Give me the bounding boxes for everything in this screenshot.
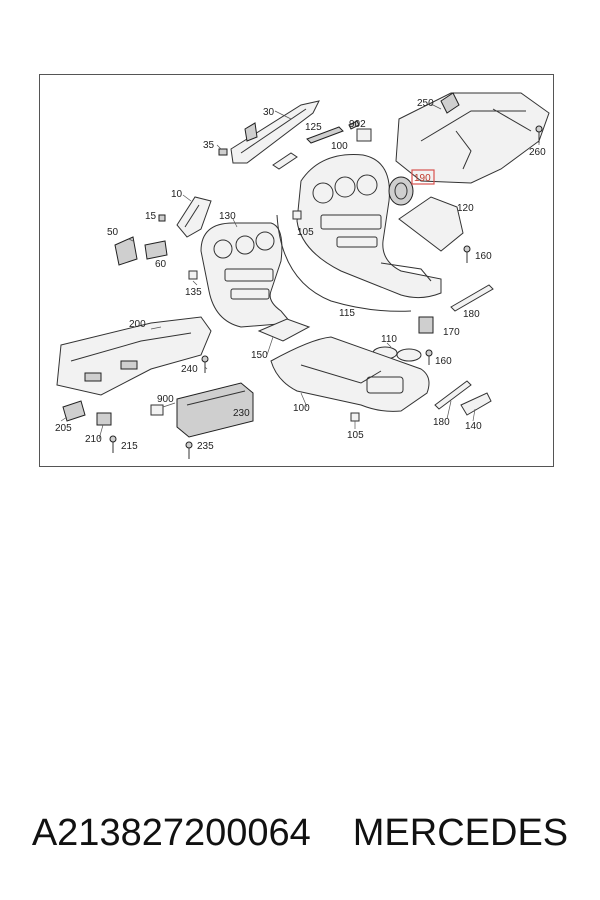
callout-240: 240: [181, 364, 198, 375]
part-140-trim-lower: [460, 392, 492, 416]
callout-160-lower: 160: [435, 356, 452, 367]
callout-105-upper: 105: [297, 227, 314, 238]
part-105-clip-lower: [350, 412, 360, 422]
callout-130: 130: [219, 211, 236, 222]
part-100-lower-console: [270, 336, 430, 412]
callout-100-lower: 100: [293, 403, 310, 414]
callout-200: 200: [129, 319, 146, 330]
callout-900: 900: [157, 394, 174, 405]
callout-140: 140: [465, 421, 482, 432]
callout-110: 110: [381, 334, 397, 345]
part-30-trim-strip: [230, 100, 320, 164]
callout-120: 120: [457, 203, 474, 214]
part-caption: A213827200064 MERCEDES: [0, 808, 600, 858]
part-902-clip: [356, 128, 372, 142]
callout-260: 260: [529, 147, 546, 158]
part-15-clip: [158, 214, 166, 222]
part-135-clip: [188, 270, 198, 280]
part-900-connector: [150, 404, 164, 416]
callout-10: 10: [171, 189, 183, 200]
diagram-frame: 30 35 125 902 250 260 100 190 10 15 50 6…: [39, 74, 554, 467]
callout-15: 15: [145, 211, 157, 222]
callout-125: 125: [305, 122, 322, 133]
leader-lines: [60, 102, 540, 440]
part-small-trim: [272, 152, 298, 170]
callout-30: 30: [263, 107, 275, 118]
callout-135: 135: [185, 287, 202, 298]
part-120-cover-plate: [398, 196, 464, 252]
callout-215: 215: [121, 441, 138, 452]
callout-160-upper: 160: [475, 251, 492, 262]
part-50-vent: [114, 236, 138, 266]
part-205-bracket: [62, 400, 86, 422]
part-190-control-knob: [388, 176, 414, 206]
callout-190-highlight: 190: [411, 169, 435, 185]
part-160-screw-upper: [463, 245, 471, 263]
callout-60: 60: [155, 259, 167, 270]
callout-150: 150: [251, 350, 268, 361]
part-35-clip: [218, 148, 228, 156]
callout-210: 210: [85, 434, 102, 445]
part-105-clip-upper: [292, 210, 302, 220]
part-180-strip-lower: [434, 380, 472, 410]
part-215-screw: [109, 435, 117, 453]
part-240-screw: [201, 355, 209, 373]
part-250-upper-tray: [395, 92, 550, 184]
callout-902: 902: [349, 119, 366, 130]
callout-170: 170: [443, 327, 460, 338]
callout-105-lower: 105: [347, 430, 364, 441]
callout-labels: 30 35 125 902 250 260 100 190 10 15 50 6…: [55, 98, 546, 452]
part-100-center-panel: [296, 154, 442, 299]
callout-180-upper: 180: [463, 309, 480, 320]
exploded-parts-diagram: 30 35 125 902 250 260 100 190 10 15 50 6…: [55, 92, 550, 459]
part-170-switch: [418, 316, 434, 334]
part-260-screw: [535, 125, 543, 143]
callout-35: 35: [203, 140, 215, 151]
callout-205: 205: [55, 423, 72, 434]
callout-180-lower: 180: [433, 417, 450, 428]
callout-100-top: 100: [331, 141, 348, 152]
callout-50: 50: [107, 227, 119, 238]
part-10-bracket: [176, 196, 212, 238]
callout-235: 235: [197, 441, 214, 452]
part-160-screw-lower: [425, 349, 433, 365]
callout-230: 230: [233, 408, 250, 419]
part-150-small-cover: [257, 318, 311, 342]
brand-name: MERCEDES: [352, 811, 569, 854]
part-180-strip-upper: [450, 284, 494, 312]
part-210-clip: [96, 412, 112, 426]
part-235-screw: [185, 441, 193, 459]
part-115-cable: [276, 214, 412, 312]
callout-115: 115: [339, 308, 355, 319]
part-200-bracket-assembly: [56, 316, 212, 396]
part-230-control-unit: [176, 382, 254, 438]
part-60-vent: [144, 240, 168, 260]
part-number: A213827200064: [31, 811, 311, 854]
callout-190: 190: [414, 173, 431, 184]
part-130-bezel: [200, 222, 293, 328]
part-125-badge: [306, 120, 360, 144]
callout-250: 250: [417, 98, 434, 109]
